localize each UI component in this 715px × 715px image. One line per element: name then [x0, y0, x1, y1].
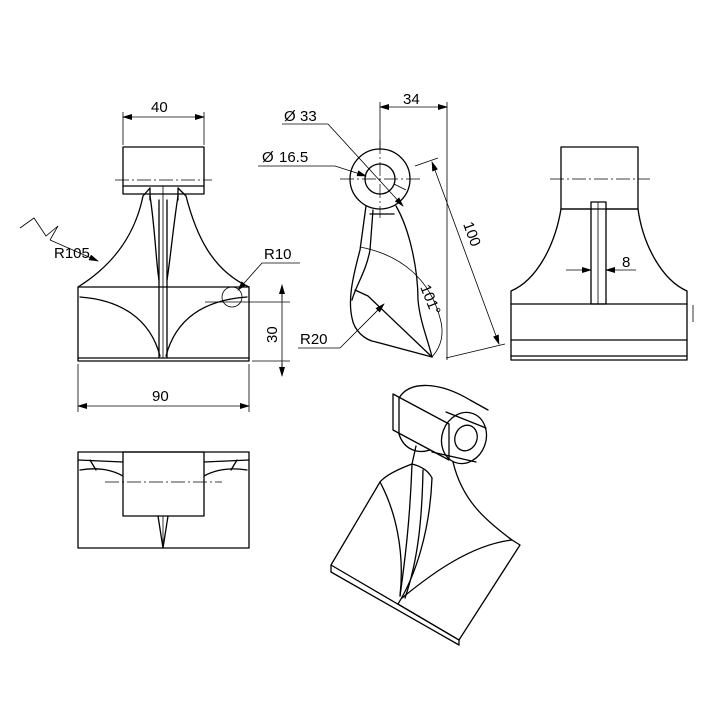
dim-offset-side: 34: [403, 91, 420, 108]
dim-hole-inner-symbol: Ø: [262, 149, 274, 166]
front-right-flank: [177, 187, 250, 288]
iso-body: [330, 463, 521, 641]
dim-radius-tip: R20: [300, 331, 328, 348]
dim-radius-large: R105: [54, 245, 90, 262]
dim-hole-outer: 33: [300, 108, 317, 125]
dim-hole-inner: 16.5: [279, 149, 308, 166]
isometric-view: [330, 384, 521, 646]
front-top-block: [122, 146, 205, 195]
dim-radius-fillet: R10: [264, 246, 292, 263]
side-arm: [349, 205, 433, 358]
right-view: 8: [510, 146, 694, 361]
dim-length-arm: 100: [459, 220, 484, 249]
top-view: [77, 451, 250, 549]
dim-width-top: 40: [151, 99, 168, 116]
front-left-flank: [77, 187, 151, 288]
dim-height-base: 30: [264, 326, 281, 343]
side-view: 101° 34 100 Ø 33 Ø 16.5 R20: [258, 91, 506, 360]
dim-rib-width: 8: [622, 254, 630, 271]
right-rib: [590, 201, 607, 305]
dim-width-bottom: 90: [152, 388, 169, 405]
front-base: [77, 286, 250, 362]
front-view: 40 90 30 R10 R105: [19, 99, 300, 412]
dim-hole-outer-symbol: Ø: [284, 108, 296, 125]
